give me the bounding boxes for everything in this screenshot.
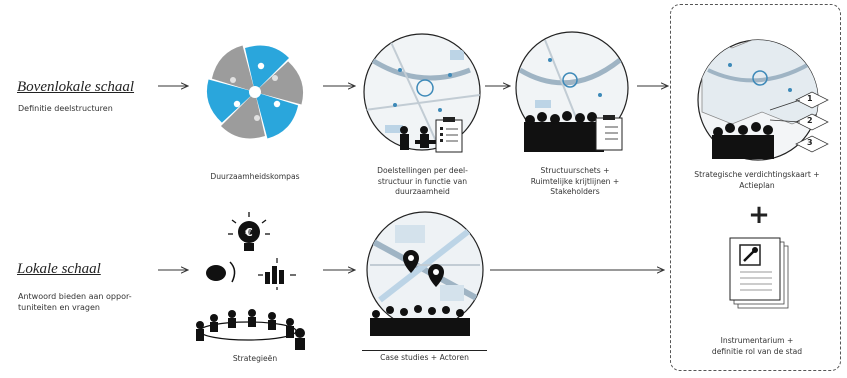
objectives-map-circle [363, 33, 481, 153]
caption-instruments-line-2: definitie rol van de stad [711, 346, 803, 356]
caption-objectives: Doelstellingen per deel- structuur in fu… [360, 166, 485, 198]
row-title-supralocal: Bovenlokale schaal [17, 79, 135, 95]
row-subtitle-local-line-1: Antwoord bieden aan oppor- [18, 292, 132, 301]
caption-objectives-line-1: Doelstellingen per deel- [377, 166, 468, 175]
map-layer-1: 1 [807, 94, 813, 103]
map-layer-3: 3 [807, 138, 813, 147]
output-box [670, 4, 841, 371]
plus-sign: + [748, 200, 770, 230]
caption-structure-line-3: Stakeholders [550, 187, 600, 196]
caption-objectives-line-2: structuur in functie van [377, 176, 468, 186]
lightbulb-euro-icon: € [228, 212, 270, 251]
row-subtitle-local: Antwoord bieden aan oppor- tuniteiten en… [18, 291, 132, 313]
caption-structure-line-2: Ruimtelijke krijtlijnen + [530, 176, 620, 186]
caption-strategic-line-2: Actieplan [739, 180, 775, 190]
row-title-local: Lokale schaal [17, 261, 101, 277]
actors-silhouettes [370, 305, 470, 336]
map-layer-2: 2 [807, 116, 813, 125]
map-pin-icon [428, 264, 444, 287]
strategies-icon: € [196, 212, 305, 350]
caption-strategic-line-1: Strategische verdichtingskaart + [694, 170, 820, 179]
caption-structure-line-1: Structuurschets + [540, 166, 610, 175]
row-subtitle-local-line-2: tuniteiten en vragen [18, 303, 100, 312]
bar-chart-icon [265, 266, 284, 284]
caption-instruments: Instrumentarium + definitie rol van de s… [684, 336, 830, 357]
caption-instruments-line-1: Instrumentarium + [720, 336, 794, 345]
caption-compass: Duurzaamheidskompas [210, 172, 300, 181]
case-studies-map-circle [366, 211, 484, 336]
structure-sketch-map-circle [515, 31, 629, 152]
caption-objectives-line-3: duurzaamheid [395, 187, 450, 196]
svg-text:€: € [244, 226, 253, 239]
caption-strategies: Strategieën [232, 354, 278, 363]
caption-strategic: Strategische verdichtingskaart + Actiepl… [684, 170, 830, 191]
map-pin-icon [403, 250, 419, 273]
sustainability-compass-icon [206, 45, 304, 139]
speech-bubble-icon [206, 261, 236, 283]
row-subtitle-supralocal: Definitie deelstructuren [18, 104, 113, 113]
meeting-table-icon [196, 309, 305, 350]
instruments-document-icon [729, 237, 789, 309]
strategic-map-icon [697, 39, 829, 161]
caption-cases: Case studies + Actoren [362, 350, 487, 364]
caption-structure: Structuurschets + Ruimtelijke krijtlijne… [515, 166, 635, 198]
